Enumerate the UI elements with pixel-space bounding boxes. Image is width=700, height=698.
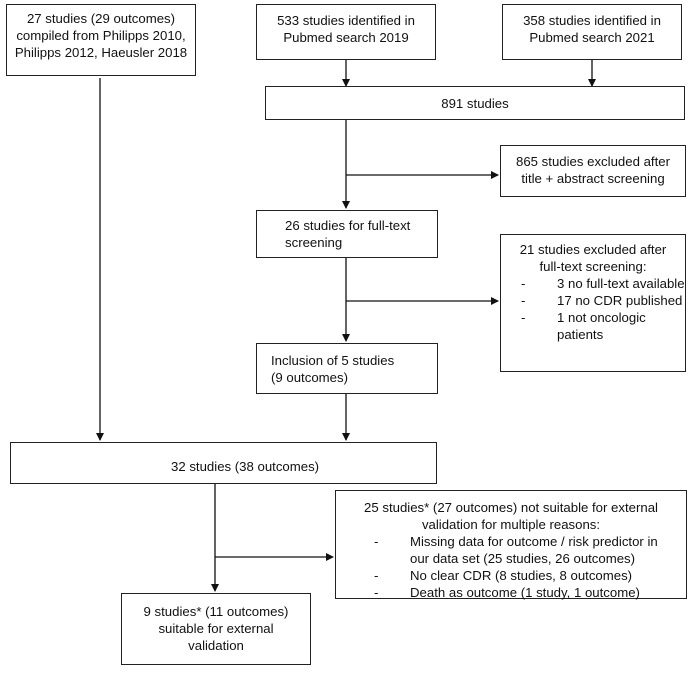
box-865-excluded: 865 studies excluded after title + abstr…	[500, 145, 686, 197]
box-text-line: Philipps 2012, Haeusler 2018	[14, 45, 188, 60]
box-text-line: 358 studies identified in	[523, 13, 661, 28]
box-9-suitable: 9 studies* (11 outcomes) suitable for ex…	[121, 593, 311, 665]
box-text-line: full-text screening:	[539, 259, 647, 274]
box-text-line: Inclusion of 5 studies	[271, 353, 395, 368]
list-item: 17 no CDR published	[517, 292, 685, 309]
box-21-excluded: 21 studies excluded after full-text scre…	[500, 234, 686, 372]
box-text-line: Pubmed search 2019	[283, 30, 409, 45]
box-text-line: compiled from Philipps 2010,	[16, 28, 186, 43]
list-item: Death as outcome (1 study, 1 outcome)	[370, 584, 676, 601]
box-inclusion-5: Inclusion of 5 studies (9 outcomes)	[256, 343, 438, 394]
list-item: 1 not oncologic patients	[517, 309, 677, 343]
box-text-line: 865 studies excluded after	[516, 154, 670, 169]
box-text-line: 21 studies excluded after	[519, 242, 667, 257]
list-item: 3 no full-text available	[517, 275, 685, 292]
box-26-fulltext: 26 studies for full-text screening	[256, 210, 438, 258]
box-text-line: validation	[188, 638, 244, 653]
box-891-studies: 891 studies	[265, 86, 685, 120]
box-text-line: 9 studies* (11 outcomes)	[143, 604, 289, 619]
box-32-studies: 32 studies (38 outcomes)	[10, 442, 437, 484]
box-text-line: title + abstract screening	[521, 171, 665, 186]
box-text-line: 533 studies identified in	[277, 13, 415, 28]
box-text-line: 25 studies* (27 outcomes) not suitable f…	[364, 500, 658, 515]
box-text-line: validation for multiple reasons:	[421, 517, 601, 532]
box-text-line: 891 studies	[441, 96, 509, 111]
list-item: Missing data for outcome / risk predicto…	[370, 533, 676, 567]
box-text-line: Pubmed search 2021	[529, 30, 655, 45]
box-not-suitable: 25 studies* (27 outcomes) not suitable f…	[335, 490, 687, 601]
box-text-line: 32 studies (38 outcomes)	[171, 459, 320, 474]
box-pubmed-2019: 533 studies identified in Pubmed search …	[256, 4, 436, 60]
box-text-line: 27 studies (29 outcomes)	[26, 11, 176, 26]
box-pubmed-2021: 358 studies identified in Pubmed search …	[502, 4, 682, 60]
box-text-line: 26 studies for full-text	[285, 218, 411, 233]
box-text-line: (9 outcomes)	[271, 370, 348, 385]
box-text-line: suitable for external	[158, 621, 274, 636]
excluded-reasons-list: 3 no full-text available 17 no CDR publi…	[517, 275, 685, 343]
box-compiled-studies: 27 studies (29 outcomes) compiled from P…	[6, 4, 196, 76]
box-text-line: screening	[285, 235, 343, 250]
not-suitable-reasons-list: Missing data for outcome / risk predicto…	[370, 533, 676, 601]
list-item: No clear CDR (8 studies, 8 outcomes)	[370, 567, 676, 584]
